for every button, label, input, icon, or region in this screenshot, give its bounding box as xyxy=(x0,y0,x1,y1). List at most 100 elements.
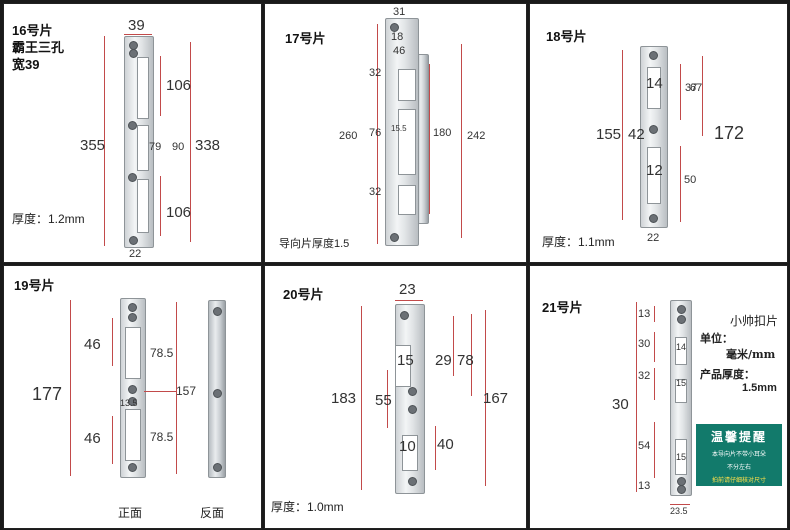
p19-front-plate xyxy=(120,298,146,478)
p21-name: 小帅扣片 xyxy=(730,314,779,328)
p21-slot-2 xyxy=(675,379,687,403)
p21-strike-plate xyxy=(670,300,692,496)
p21-slot-1 xyxy=(675,337,687,365)
p18-hole-bottom xyxy=(649,214,658,223)
p17-dim-32a: 32 xyxy=(369,67,382,79)
p17-dim-180: 180 xyxy=(433,127,452,139)
p16-dim-90: 90 xyxy=(172,141,185,153)
p20-hole-top xyxy=(400,311,409,320)
p17-dim-242: 242 xyxy=(467,130,486,142)
p18-hole-mid xyxy=(649,125,658,134)
p21-hole-4 xyxy=(677,485,686,494)
p20-dim-55: 55 xyxy=(375,392,392,409)
p17-guide-plate xyxy=(385,18,419,246)
p17-hole-top xyxy=(390,23,399,32)
p20-dim-78: 78 xyxy=(457,352,474,369)
p21-tip-title: 温馨提醒 xyxy=(710,430,767,444)
p20-dim-40: 40 xyxy=(437,436,454,453)
p21-hole-1 xyxy=(677,305,686,314)
p20-slot-2 xyxy=(402,435,418,471)
p17-dim-15_5: 15.5 xyxy=(391,124,407,133)
p20-title: 20号片 xyxy=(283,287,324,302)
p20-slot-1 xyxy=(396,345,411,387)
p20-dim-15: 15 xyxy=(397,352,414,369)
p16-title-3: 宽39 xyxy=(12,57,40,72)
p18-hole-top xyxy=(649,51,658,60)
p16-dim-79: 79 xyxy=(149,141,162,153)
p18-slot-1 xyxy=(647,67,661,109)
p21-dim-13b: 13 xyxy=(638,480,651,492)
p18-strike-plate xyxy=(640,46,668,228)
p21-tip-line1: 本导向片不带小耳朵 xyxy=(711,452,766,458)
p17-dim-76: 76 xyxy=(369,127,382,139)
p16-slot-1 xyxy=(137,57,149,119)
p16-dim-338: 338 xyxy=(195,137,221,154)
panel-16: 16号片 霸王三孔 宽39 39 106 355 79 90 338 106 2… xyxy=(3,3,262,263)
p16-hole-top2 xyxy=(129,49,138,58)
p19-front-slot-1 xyxy=(125,327,141,379)
p18-dim-172: 172 xyxy=(714,123,745,143)
p17-slot-2 xyxy=(398,109,416,175)
p16-hole-mid2 xyxy=(128,173,137,182)
p19-front-hole-3 xyxy=(128,385,137,394)
p16-dim-106a: 106 xyxy=(166,77,192,94)
p18-slot-2 xyxy=(647,147,661,204)
p16-thickness: 厚度：1.2mm xyxy=(12,212,85,226)
p21-title: 21号片 xyxy=(542,300,583,315)
p19-dim-78_5a: 78.5 xyxy=(150,346,174,360)
p19-dim-157: 157 xyxy=(176,384,197,398)
p21-dim-32: 32 xyxy=(638,370,651,382)
p16-dim-106b: 106 xyxy=(166,204,192,221)
p20-dim-10: 10 xyxy=(399,438,416,455)
p16-dim-total: 355 xyxy=(80,137,106,154)
p16-strike-plate xyxy=(124,36,154,248)
p17-dim-31: 31 xyxy=(393,6,406,18)
p20-thickness: 厚度：1.0mm xyxy=(271,500,344,514)
p17-note: 导向片厚度1.5 xyxy=(279,238,350,250)
p18-dim-22: 22 xyxy=(647,232,660,244)
p18-dim-42: 42 xyxy=(628,126,645,143)
p21-unit: 毫米/mm xyxy=(726,348,776,361)
panel-21: 21号片 13 30 14 32 15 30 54 15 13 23.5 小帅扣… xyxy=(529,265,788,529)
p19-title: 19号片 xyxy=(14,278,55,293)
p20-hole-mid1 xyxy=(408,387,417,396)
p19-back-label: 反面 xyxy=(200,506,225,520)
p19-front-hole-2 xyxy=(128,313,137,322)
p19-dim-177: 177 xyxy=(32,384,63,404)
p20-dim-183: 183 xyxy=(331,390,357,407)
p19-back-hole-2 xyxy=(213,389,222,398)
p18-dim-155: 155 xyxy=(596,126,622,143)
p21-dim-30b: 30 xyxy=(612,396,629,413)
p16-dim-bottom: 22 xyxy=(129,248,142,260)
p21-dim-30: 30 xyxy=(638,338,651,350)
p18-dim-67: 67 xyxy=(690,82,703,94)
p21-tip-line2: 不分左右 xyxy=(726,465,751,471)
p19-dim-46a: 46 xyxy=(84,336,101,353)
p19-back-hole-1 xyxy=(213,307,222,316)
p17-dim-18: 18 xyxy=(391,31,404,43)
p20-strike-plate xyxy=(395,304,425,494)
p20-hole-bottom xyxy=(408,477,417,486)
panel-19: 19号片 46 78.5 177 157 13.5 46 78.5 正面 反面 xyxy=(3,265,262,529)
p19-front-label: 正面 xyxy=(118,506,143,520)
p21-slot-3 xyxy=(675,439,687,475)
p20-dim-167: 167 xyxy=(483,390,509,407)
p20-hole-mid2 xyxy=(408,405,417,414)
p18-dim-50: 50 xyxy=(684,174,697,186)
p19-dim-78_5b: 78.5 xyxy=(150,430,174,444)
p21-dim-54: 54 xyxy=(638,440,651,452)
p18-dim-12: 12 xyxy=(646,162,663,179)
p19-front-slot-2 xyxy=(125,409,141,461)
p17-dim-46: 46 xyxy=(393,45,406,57)
p20-dim-29: 29 xyxy=(435,352,452,369)
p19-dim-46b: 46 xyxy=(84,430,101,447)
p18-dim-37: 37 xyxy=(685,82,698,94)
p18-thickness: 厚度：1.1mm xyxy=(542,235,615,249)
p17-slot-1 xyxy=(398,69,416,101)
p21-tip-line3: 拍前请仔细核对尺寸 xyxy=(711,478,766,484)
p17-hole-bottom xyxy=(390,233,399,242)
panel-17: 17号片 31 18 46 32 260 76 15.5 180 242 32 … xyxy=(264,3,527,263)
p16-slot-2 xyxy=(137,125,149,171)
p17-slot-3 xyxy=(398,185,416,215)
panel-20: 20号片 23 15 29 78 183 55 167 10 40 厚度：1.0… xyxy=(264,265,527,529)
